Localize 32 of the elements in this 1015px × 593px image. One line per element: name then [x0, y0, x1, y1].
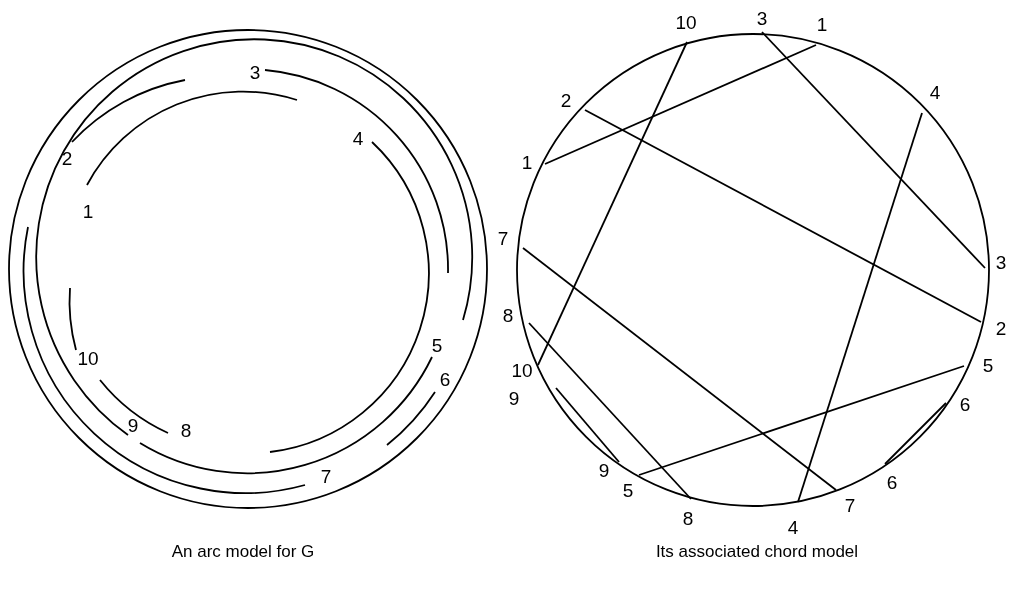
- endpoint-number: 1: [816, 14, 828, 34]
- endpoint-number: 4: [787, 517, 799, 537]
- endpoint-number: 9: [598, 460, 610, 480]
- endpoint-number: 2: [995, 318, 1007, 338]
- arc-number: 2: [61, 148, 73, 168]
- endpoint-number: 8: [682, 508, 694, 528]
- endpoint-number: 3: [995, 252, 1007, 272]
- endpoint-number: 1: [521, 152, 533, 172]
- arc-number: 7: [320, 466, 332, 486]
- arc-number: 5: [431, 335, 443, 355]
- endpoint-number: 3: [756, 8, 768, 28]
- endpoint-number: 10: [675, 12, 697, 32]
- arc-number: 3: [249, 62, 261, 82]
- endpoint-number: 10: [511, 360, 533, 380]
- arc-number: 6: [439, 369, 451, 389]
- endpoint-number: 2: [560, 90, 572, 110]
- arc-number: 4: [352, 128, 364, 148]
- figure-caption: An arc model for G: [171, 542, 315, 560]
- arc-number: 9: [127, 415, 139, 435]
- endpoint-number: 5: [982, 355, 994, 375]
- endpoint-number: 7: [497, 228, 509, 248]
- endpoint-number: 9: [508, 388, 520, 408]
- arc-number: 8: [180, 420, 192, 440]
- figure-caption: Its associated chord model: [655, 542, 859, 560]
- arc-number: 1: [82, 201, 94, 221]
- endpoint-number: 6: [886, 472, 898, 492]
- endpoint-number: 4: [929, 82, 941, 102]
- endpoint-number: 7: [844, 495, 856, 515]
- endpoint-number: 6: [959, 394, 971, 414]
- endpoint-number: 5: [622, 480, 634, 500]
- endpoint-number: 8: [502, 305, 514, 325]
- arc-number: 10: [77, 348, 99, 368]
